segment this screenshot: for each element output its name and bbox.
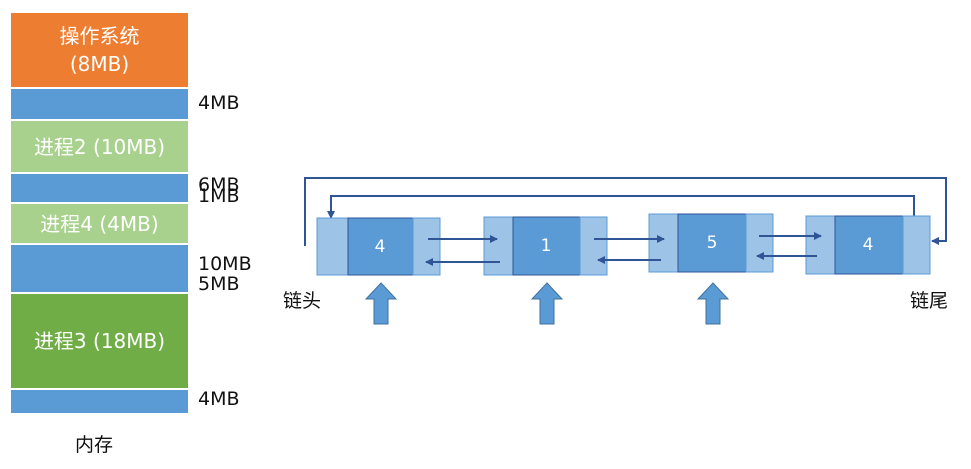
free-size-label-3b: 5MB xyxy=(198,273,240,295)
free-size-label-2a: 6MB xyxy=(198,174,240,196)
list-head-label: 链头 xyxy=(283,290,322,312)
list-node: 1 xyxy=(483,216,608,276)
memory-block-free-1 xyxy=(10,88,189,120)
os-size: (8MB) xyxy=(69,52,130,76)
up-arrow-icon xyxy=(530,282,564,325)
up-arrow-icon xyxy=(364,282,398,325)
link-tail-to-head-outer xyxy=(304,177,947,246)
memory-block-free-4 xyxy=(10,389,189,414)
list-node: 5 xyxy=(648,213,774,273)
memory-block-os: 操作系统 (8MB) xyxy=(10,12,189,88)
list-node: 4 xyxy=(805,215,931,275)
list-tail-label: 链尾 xyxy=(910,290,949,312)
node-value: 1 xyxy=(541,236,552,256)
free-size-label-1: 4MB xyxy=(198,92,240,114)
memory-block-process-2: 进程2 (10MB) xyxy=(10,120,189,173)
free-size-label-4: 4MB xyxy=(198,388,240,410)
process-4-label: 进程4 (4MB) xyxy=(40,211,159,236)
node-value: 4 xyxy=(375,237,386,257)
memory-caption: 内存 xyxy=(75,434,114,456)
os-label: 操作系统 xyxy=(59,24,140,48)
list-node: 4 xyxy=(316,217,441,276)
node-value: 4 xyxy=(863,235,874,255)
process-2-label: 进程2 (10MB) xyxy=(33,134,166,159)
memory-block-process-4: 进程4 (4MB) xyxy=(10,203,189,244)
memory-block-process-3: 进程3 (18MB) xyxy=(10,293,189,389)
link-head-to-tail-outer xyxy=(327,195,915,219)
process-3-label: 进程3 (18MB) xyxy=(33,329,166,353)
node-value: 5 xyxy=(707,233,718,253)
memory-block-free-2 xyxy=(10,173,189,203)
up-arrow-icon xyxy=(696,282,730,325)
free-size-label-2b: 1MB xyxy=(198,185,240,207)
free-size-label-3a: 10MB xyxy=(198,253,252,275)
memory-block-free-3 xyxy=(10,244,189,293)
